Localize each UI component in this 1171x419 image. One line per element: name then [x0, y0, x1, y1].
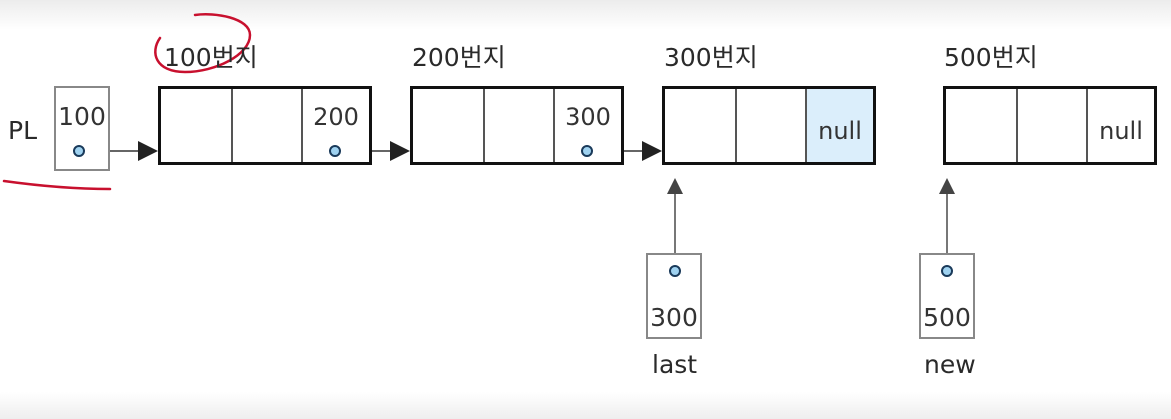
node-data-cell [946, 89, 1016, 162]
last-pointer-value: 300 [650, 303, 698, 332]
red-underline-annotation [2, 179, 112, 191]
node-link-value: null [1099, 117, 1143, 145]
node-link-cell-highlighted: null [805, 89, 873, 162]
last-pointer-dot [669, 265, 681, 277]
list-node: null [662, 86, 876, 165]
list-node: 200 [158, 86, 372, 165]
node-link-value: null [818, 117, 862, 145]
node-data-cell [413, 89, 483, 162]
pl-pointer-value: 100 [58, 102, 106, 131]
node-link-cell: null [1086, 89, 1154, 162]
node-link-value: 200 [313, 103, 359, 131]
node-data-cell [231, 89, 301, 162]
pl-pointer-box: 100 [54, 86, 110, 171]
node-link-cell: 200 [301, 89, 369, 162]
last-label: last [652, 350, 698, 379]
node-data-cell [483, 89, 553, 162]
node-address-label: 300번지 [664, 43, 758, 72]
node-link-cell: 300 [553, 89, 621, 162]
node-data-cell [1016, 89, 1086, 162]
node-data-cell [735, 89, 805, 162]
node-data-cell [665, 89, 735, 162]
new-pointer-value: 500 [923, 303, 971, 332]
new-label: new [924, 350, 976, 379]
node-address-label: 200번지 [412, 43, 506, 72]
list-node: null [943, 86, 1157, 165]
node-data-cell [161, 89, 231, 162]
bottom-shadow [0, 392, 1171, 419]
red-circle-annotation [154, 13, 252, 74]
node-link-value: 300 [565, 103, 611, 131]
node-address-label: 500번지 [944, 43, 1038, 72]
node-link-dot [581, 145, 593, 157]
node-link-dot [329, 145, 341, 157]
list-node: 300 [410, 86, 624, 165]
pl-label: PL [8, 116, 38, 145]
node-address-label: 100번지 [164, 43, 258, 72]
new-pointer-dot [941, 265, 953, 277]
pl-pointer-dot [73, 145, 85, 157]
